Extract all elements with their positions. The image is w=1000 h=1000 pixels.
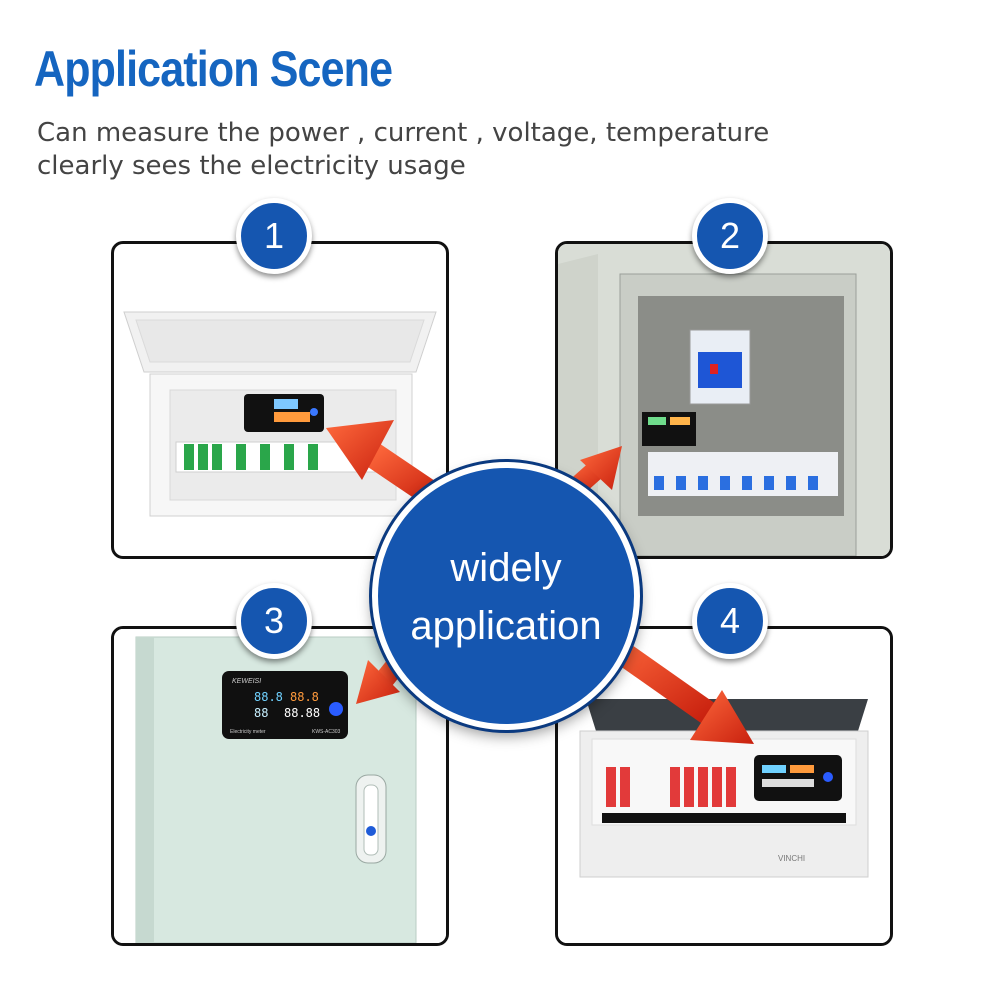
subtitle-line-2: clearly sees the electricity usage (37, 151, 466, 181)
subtitle-line-1: Can measure the power , current , voltag… (37, 118, 770, 148)
meter-model: KWS-AC303 (312, 729, 341, 735)
center-text-line-2: application (410, 604, 602, 648)
scene-2-number-badge: 2 (692, 198, 768, 274)
svg-text:88.8: 88.8 (254, 690, 283, 704)
page-title: Application Scene (34, 41, 393, 97)
scene-panel-1 (111, 241, 449, 559)
scene-panel-2 (555, 241, 893, 559)
distribution-box-image-2 (558, 244, 890, 556)
scene-3-number-badge: 3 (236, 583, 312, 659)
svg-text:88.88: 88.88 (284, 706, 320, 720)
scene-1-number-badge: 1 (236, 198, 312, 274)
meter-brand: KEWEISI (232, 678, 261, 685)
scene-panel-4: VINCHI (555, 626, 893, 946)
meter-label: Electricity meter (230, 729, 266, 735)
center-text-line-1: widely (450, 546, 562, 590)
svg-text:88.8: 88.8 (290, 690, 319, 704)
distribution-box-image-3: KEWEISI 88.8 88.8 88 88.88 Electricity m… (114, 629, 446, 943)
center-circle-badge: widely application (372, 462, 640, 730)
svg-text:88: 88 (254, 706, 268, 720)
distribution-box-image-1 (123, 311, 437, 517)
cabinet-brand: VINCHI (778, 854, 805, 863)
scene-4-number-badge: 4 (692, 583, 768, 659)
